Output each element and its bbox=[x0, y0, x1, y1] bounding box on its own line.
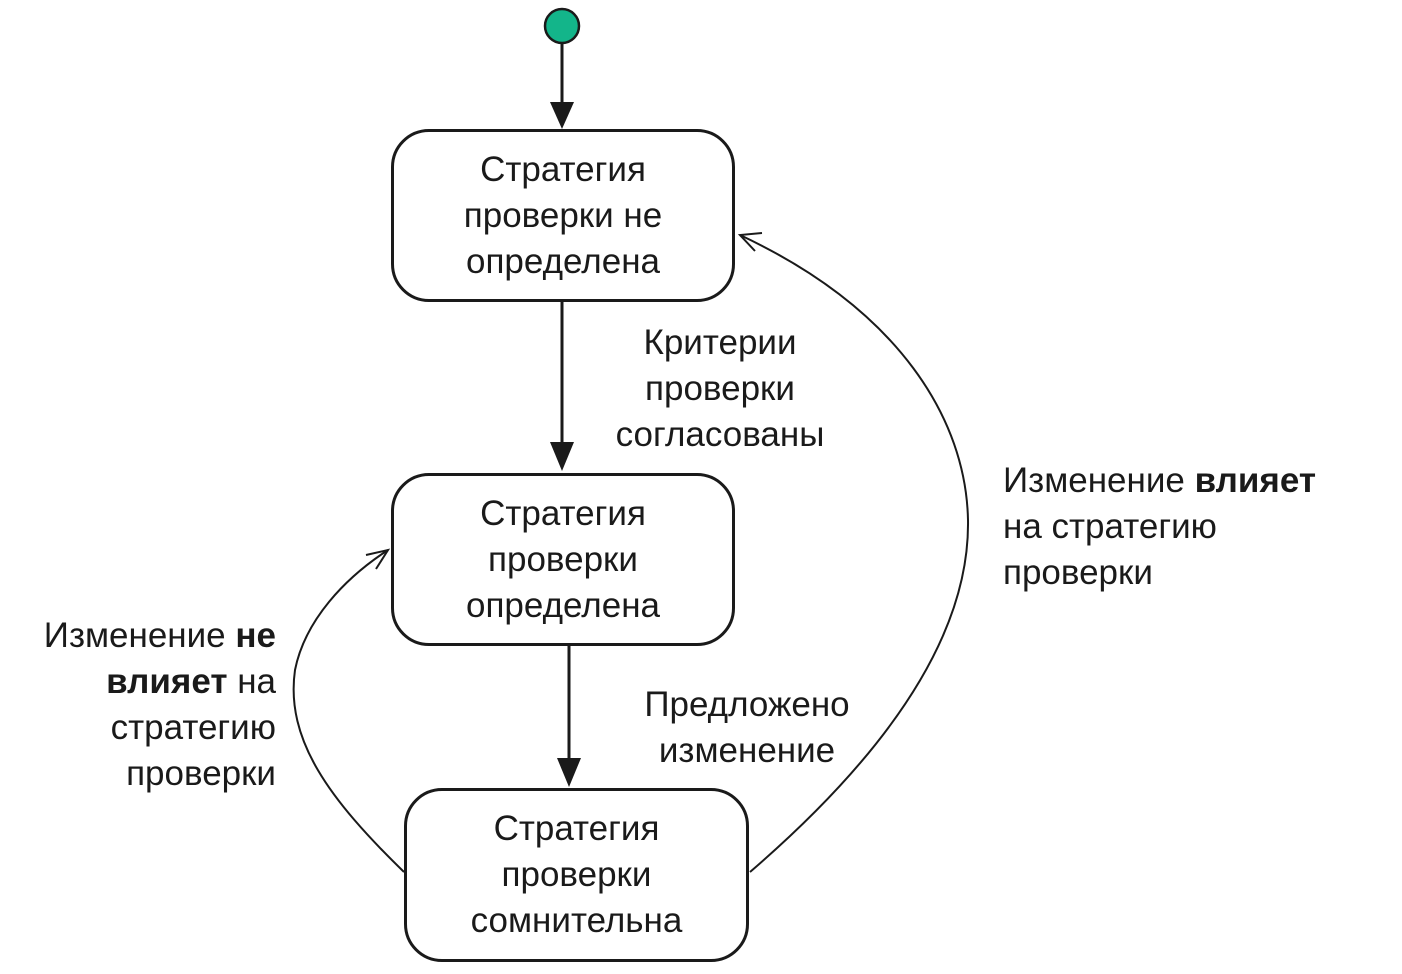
arrowhead-defined-to-doubtful bbox=[557, 758, 581, 787]
transition-label-criteria-agreed: Критерии проверки согласованы bbox=[590, 320, 850, 458]
criteria-agreed-line-2: проверки bbox=[645, 369, 795, 408]
state-defined-label: Стратегия проверки определена bbox=[466, 491, 660, 629]
state-undefined: Стратегия проверки не определена bbox=[391, 129, 735, 302]
state-defined: Стратегия проверки определена bbox=[391, 473, 735, 646]
change-effect-bold-1: влияет bbox=[1194, 461, 1316, 500]
criteria-agreed-line-1: Критерии bbox=[643, 323, 797, 362]
state-doubtful-label: Стратегия проверки сомнительна bbox=[471, 806, 683, 944]
state-undefined-line-1: Стратегия bbox=[480, 149, 646, 189]
change-proposed-line-1: Предложено bbox=[644, 685, 850, 724]
arrowhead-doubtful-to-defined bbox=[365, 548, 391, 570]
initial-node bbox=[543, 7, 581, 45]
state-doubtful-line-1: Стратегия bbox=[493, 809, 660, 848]
state-undefined-line-2: проверки не bbox=[463, 195, 663, 235]
transition-label-change-proposed: Предложено изменение bbox=[622, 682, 872, 774]
change-no-effect-line-3: стратегию bbox=[110, 708, 276, 747]
change-effect-line-1: Изменение влияет bbox=[1003, 458, 1393, 504]
criteria-agreed-line-3: согласованы bbox=[615, 415, 825, 454]
change-no-effect-line-4: проверки bbox=[126, 754, 276, 793]
state-doubtful-line-2: проверки bbox=[501, 855, 652, 894]
change-effect-text-1: Изменение bbox=[1003, 461, 1195, 500]
change-no-effect-bold-2: влияет bbox=[106, 662, 228, 701]
transition-label-change-effect: Изменение влияет на стратегию проверки bbox=[1003, 458, 1393, 596]
change-no-effect-text-2: на bbox=[227, 662, 276, 701]
change-no-effect-bold-1: не bbox=[235, 616, 276, 655]
arrowhead-doubtful-to-undefined bbox=[737, 232, 763, 252]
state-defined-line-3: определена bbox=[466, 585, 660, 625]
state-undefined-label: Стратегия проверки не определена bbox=[464, 147, 662, 285]
change-no-effect-line-1: Изменение не bbox=[8, 613, 276, 659]
state-defined-line-1: Стратегия bbox=[480, 493, 646, 533]
state-doubtful: Стратегия проверки сомнительна bbox=[404, 788, 749, 962]
change-no-effect-line-2: влияет на bbox=[8, 659, 276, 705]
transition-label-change-no-effect: Изменение не влияет на стратегию проверк… bbox=[8, 613, 276, 797]
arrowhead-undefined-to-defined bbox=[550, 442, 574, 471]
arrow-doubtful-to-defined-curve bbox=[292, 549, 405, 873]
state-defined-line-2: проверки bbox=[488, 539, 638, 579]
arrow-doubtful-to-undefined-curve bbox=[739, 234, 970, 873]
change-effect-line-2: на стратегию bbox=[1003, 507, 1217, 546]
arrowhead-initial-to-undefined bbox=[550, 102, 574, 129]
state-doubtful-line-3: сомнительна bbox=[470, 901, 683, 940]
change-effect-line-3: проверки bbox=[1003, 553, 1153, 592]
change-proposed-line-2: изменение bbox=[658, 731, 836, 770]
state-undefined-line-3: определена bbox=[466, 241, 660, 281]
change-no-effect-text-1: Изменение bbox=[43, 616, 236, 655]
